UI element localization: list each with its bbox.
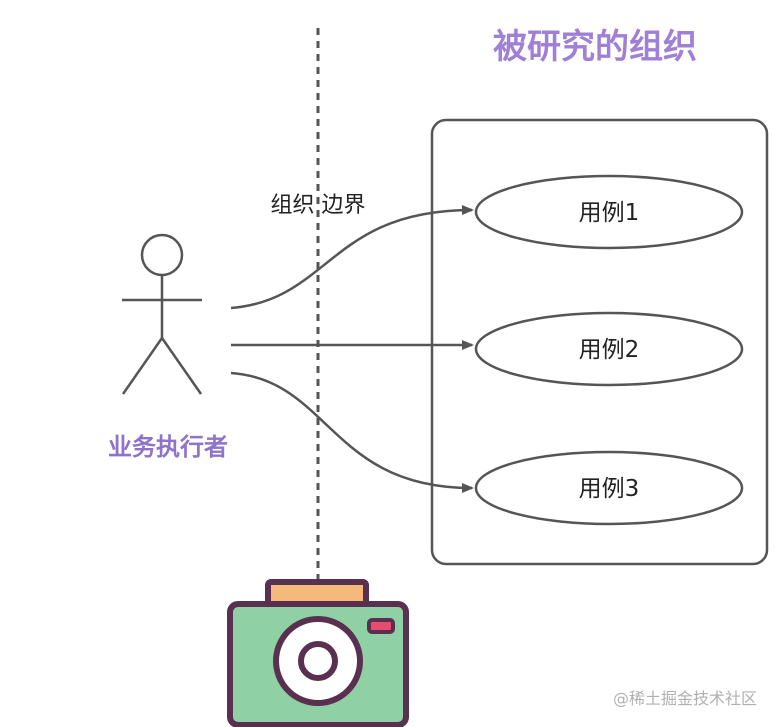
camera-indicator [367, 618, 395, 634]
camera-icon [227, 579, 409, 727]
use-case-1: 用例1 [474, 174, 744, 250]
boundary-label: 组织 边界 [271, 193, 366, 218]
actor-left-leg [121, 337, 164, 395]
arrow-to-use-case-3 [230, 371, 474, 493]
organization-title: 被研究的组织 [493, 27, 697, 67]
actor-figure [121, 233, 203, 395]
use-case-1-label: 用例1 [579, 200, 640, 226]
use-case-3-ellipse [474, 450, 744, 526]
actor-label: 业务执行者 [108, 433, 228, 461]
actor-right-leg [160, 337, 203, 395]
watermark-text: @稀土掘金技术社区 [613, 689, 757, 708]
organization-box [430, 118, 769, 566]
use-case-1-ellipse [474, 174, 744, 250]
actor-head [140, 233, 184, 277]
use-case-2: 用例2 [474, 311, 744, 387]
camera-lens-inner [298, 641, 338, 681]
arrow-to-use-case-1 [230, 205, 474, 310]
use-case-3: 用例3 [474, 450, 744, 526]
use-case-3-label: 用例3 [579, 476, 640, 502]
use-case-2-label: 用例2 [579, 337, 640, 363]
use-case-2-ellipse [474, 311, 744, 387]
